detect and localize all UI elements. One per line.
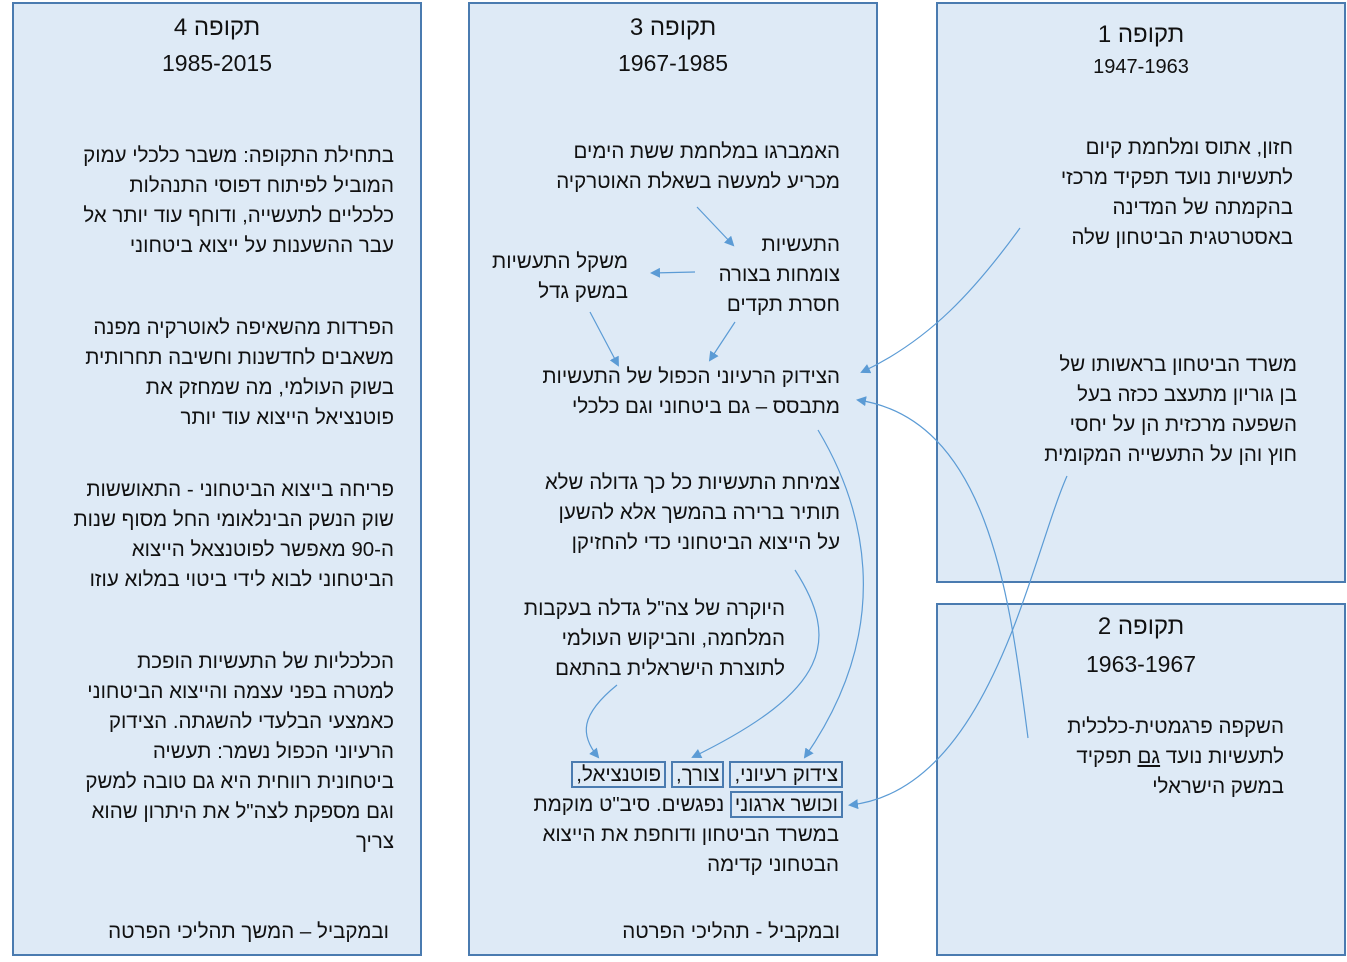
text-line: בהקמתה של המדינה bbox=[1112, 196, 1293, 219]
embargo-text: האמברגו במלחמת ששת הימים מכריע למעשה בשאל… bbox=[556, 137, 840, 197]
text-line: במשק גדל bbox=[538, 280, 628, 303]
period-3-title: תקופה 3 bbox=[629, 14, 717, 41]
text-line: על הייצוא הביטחוני כדי להחזיקן bbox=[571, 531, 840, 554]
weight-text: משקל התעשיות במשק גדל bbox=[492, 247, 628, 307]
period-2-title: תקופה 2 bbox=[1097, 613, 1185, 640]
tag-organizational-ability: וכושר ארגוני bbox=[729, 791, 843, 818]
text-span: נפגשים. סיב"ט מוקמת bbox=[533, 793, 730, 816]
text-line: הרעיוני הכפול נשמר: תעשיה bbox=[152, 740, 394, 763]
period-3-years: 1967-1985 bbox=[618, 50, 728, 76]
text-line: המוביל לפיתוח דפוסי התנהלות bbox=[129, 174, 394, 197]
text-line: באסטרטגית הביטחון שלה bbox=[1071, 226, 1293, 249]
text-line: לתוצרת הישראלית בהתאם bbox=[555, 657, 785, 680]
text-line: במשרד הביטחון ודוחפת את הייצוא bbox=[542, 823, 839, 846]
period-4-block-2: הפרדות מהשאיפה לאוטרקיה מפנה משאבים לחדשנ… bbox=[85, 313, 394, 433]
meeting-text: צידוק רעיוני,צורך,פוטנציאל, וכושר ארגוני… bbox=[534, 760, 843, 880]
period-1-years: 1947-1963 bbox=[1093, 56, 1189, 78]
text-line: הצידוק הרעיוני הכפול של התעשיות bbox=[542, 365, 840, 388]
text-line: השקפה פרגמטית-כלכלית bbox=[1067, 715, 1284, 738]
text-line: ובמקביל - תהליכי הפרטה bbox=[622, 920, 840, 943]
text-line: השפעה מרכזית הן על יחסי bbox=[1069, 413, 1297, 436]
text-line: הכלכליות של התעשיות הופכת bbox=[137, 650, 394, 673]
text-line: כלכליים לתעשייה, ודוחף עוד יותר אל bbox=[83, 204, 394, 227]
text-line: התעשיות bbox=[761, 233, 840, 256]
text-line: צמיחת התעשיות כל כך גדולה שלא bbox=[544, 471, 840, 494]
period-4-block-1: בתחילת התקופה: משבר כלכלי עמוק המוביל לפי… bbox=[83, 141, 394, 261]
text-line: פוטנציאל הייצוא עוד יותר bbox=[180, 406, 395, 429]
text-line: מתבסס – גם ביטחוני וגם כלכלי bbox=[572, 395, 840, 418]
period-3-footer: ובמקביל - תהליכי הפרטה bbox=[622, 917, 840, 947]
period-4-block-4: הכלכליות של התעשיות הופכת למטרה בפני עצמה… bbox=[85, 647, 394, 857]
tag-need: צורך, bbox=[671, 761, 725, 788]
period-4-box: תקופה 4 1985-2015 bbox=[12, 2, 422, 956]
justification-text: הצידוק הרעיוני הכפול של התעשיות מתבסס – ג… bbox=[542, 362, 840, 422]
text-line: ובמקביל – המשך תהליכי הפרטה bbox=[108, 920, 389, 943]
period-4-years: 1985-2015 bbox=[162, 50, 272, 76]
text-line: צריך bbox=[356, 830, 394, 853]
text-line: במשק הישראלי bbox=[1152, 775, 1284, 798]
text-span: לתעשיות נועד bbox=[1160, 745, 1284, 768]
text-line: בשוק העולמי, מה שמחזק את bbox=[145, 376, 394, 399]
text-line: חזון, אתוס ומלחמת קיום bbox=[1085, 136, 1293, 159]
period-4-block-3: פריחה בייצוא הביטחוני - התאוששות שוק הנשק… bbox=[74, 475, 395, 595]
text-line: חסרת תקדים bbox=[726, 293, 840, 316]
tag-ideological-justification: צידוק רעיוני, bbox=[729, 761, 843, 788]
text-line: ביטחונית רווחית היא גם טובה למשק bbox=[85, 770, 394, 793]
text-line: כאמצעי הבלעדי להשגתה. הצידוק bbox=[108, 710, 394, 733]
text-line: הבטחוני קדימה bbox=[707, 853, 839, 876]
size-text: צמיחת התעשיות כל כך גדולה שלא תותיר ברירה… bbox=[545, 468, 840, 558]
text-line: עבר ההשענות על ייצוא ביטחוני bbox=[129, 234, 394, 257]
prestige-text: היוקרה של צה"ל גדלה בעקבות המלחמה, והביקו… bbox=[524, 594, 785, 684]
text-line: משרד הביטחון בראשותו של bbox=[1059, 353, 1297, 376]
text-line: שוק הנשק הבינלאומי החל מסוף שנות bbox=[73, 508, 395, 531]
text-line: בן גוריון מתעצב ככזה בעל bbox=[1077, 383, 1297, 406]
text-line: וגם מספקת לצה"ל את היתרון שהוא bbox=[91, 800, 395, 823]
text-line: המלחמה, והביקוש העולמי bbox=[561, 627, 785, 650]
growth-text: התעשיות צומחות בצורה חסרת תקדים bbox=[719, 230, 840, 320]
period-4-title: תקופה 4 bbox=[173, 14, 261, 41]
text-line: לתעשיות נועד תפקיד מרכזי bbox=[1060, 166, 1293, 189]
text-line: הפרדות מהשאיפה לאוטרקיה מפנה bbox=[93, 316, 394, 339]
text-line: פריחה בייצוא הביטחוני - התאוששות bbox=[86, 478, 394, 501]
period-1-title: תקופה 1 bbox=[1097, 21, 1185, 48]
period-1-block-1: חזון, אתוס ומלחמת קיום לתעשיות נועד תפקיד… bbox=[1061, 133, 1293, 253]
text-span: תפקיד bbox=[1076, 745, 1138, 768]
period-1-block-2: משרד הביטחון בראשותו של בן גוריון מתעצב כ… bbox=[1044, 350, 1297, 470]
period-2-block: השקפה פרגמטית-כלכלית לתעשיות נועד גם תפק… bbox=[1067, 712, 1284, 802]
text-line: תותיר ברירה בהמשך אלא להשען bbox=[558, 501, 841, 524]
period-1-box: תקופה 1 1947-1963 bbox=[936, 2, 1346, 583]
text-line: בתחילת התקופה: משבר כלכלי עמוק bbox=[83, 144, 394, 167]
text-line: היוקרה של צה"ל גדלה בעקבות bbox=[523, 597, 785, 620]
text-line: מכריע למעשה בשאלת האוטרקיה bbox=[556, 170, 840, 193]
underlined-word: גם bbox=[1137, 745, 1161, 768]
tag-potential: פוטנציאל, bbox=[571, 761, 666, 788]
text-line: צומחות בצורה bbox=[718, 263, 840, 286]
text-line: למטרה בפני עצמה והייצוא הביטחוני bbox=[87, 680, 394, 703]
text-line: הביטחוני לבוא לידי ביטוי במלוא עוזו bbox=[89, 568, 394, 591]
text-line: חוץ והן על התעשייה המקומית bbox=[1044, 443, 1297, 466]
text-line: ה-90 מאפשר לפוטנצאל הייצוא bbox=[131, 538, 394, 561]
text-line: משקל התעשיות bbox=[492, 250, 628, 273]
period-2-years: 1963-1967 bbox=[1086, 651, 1196, 677]
text-line: משאבים לחדשנות וחשיבה תחרותית bbox=[85, 346, 394, 369]
period-4-footer: ובמקביל – המשך תהליכי הפרטה bbox=[108, 917, 389, 947]
text-line: האמברגו במלחמת ששת הימים bbox=[573, 140, 840, 163]
